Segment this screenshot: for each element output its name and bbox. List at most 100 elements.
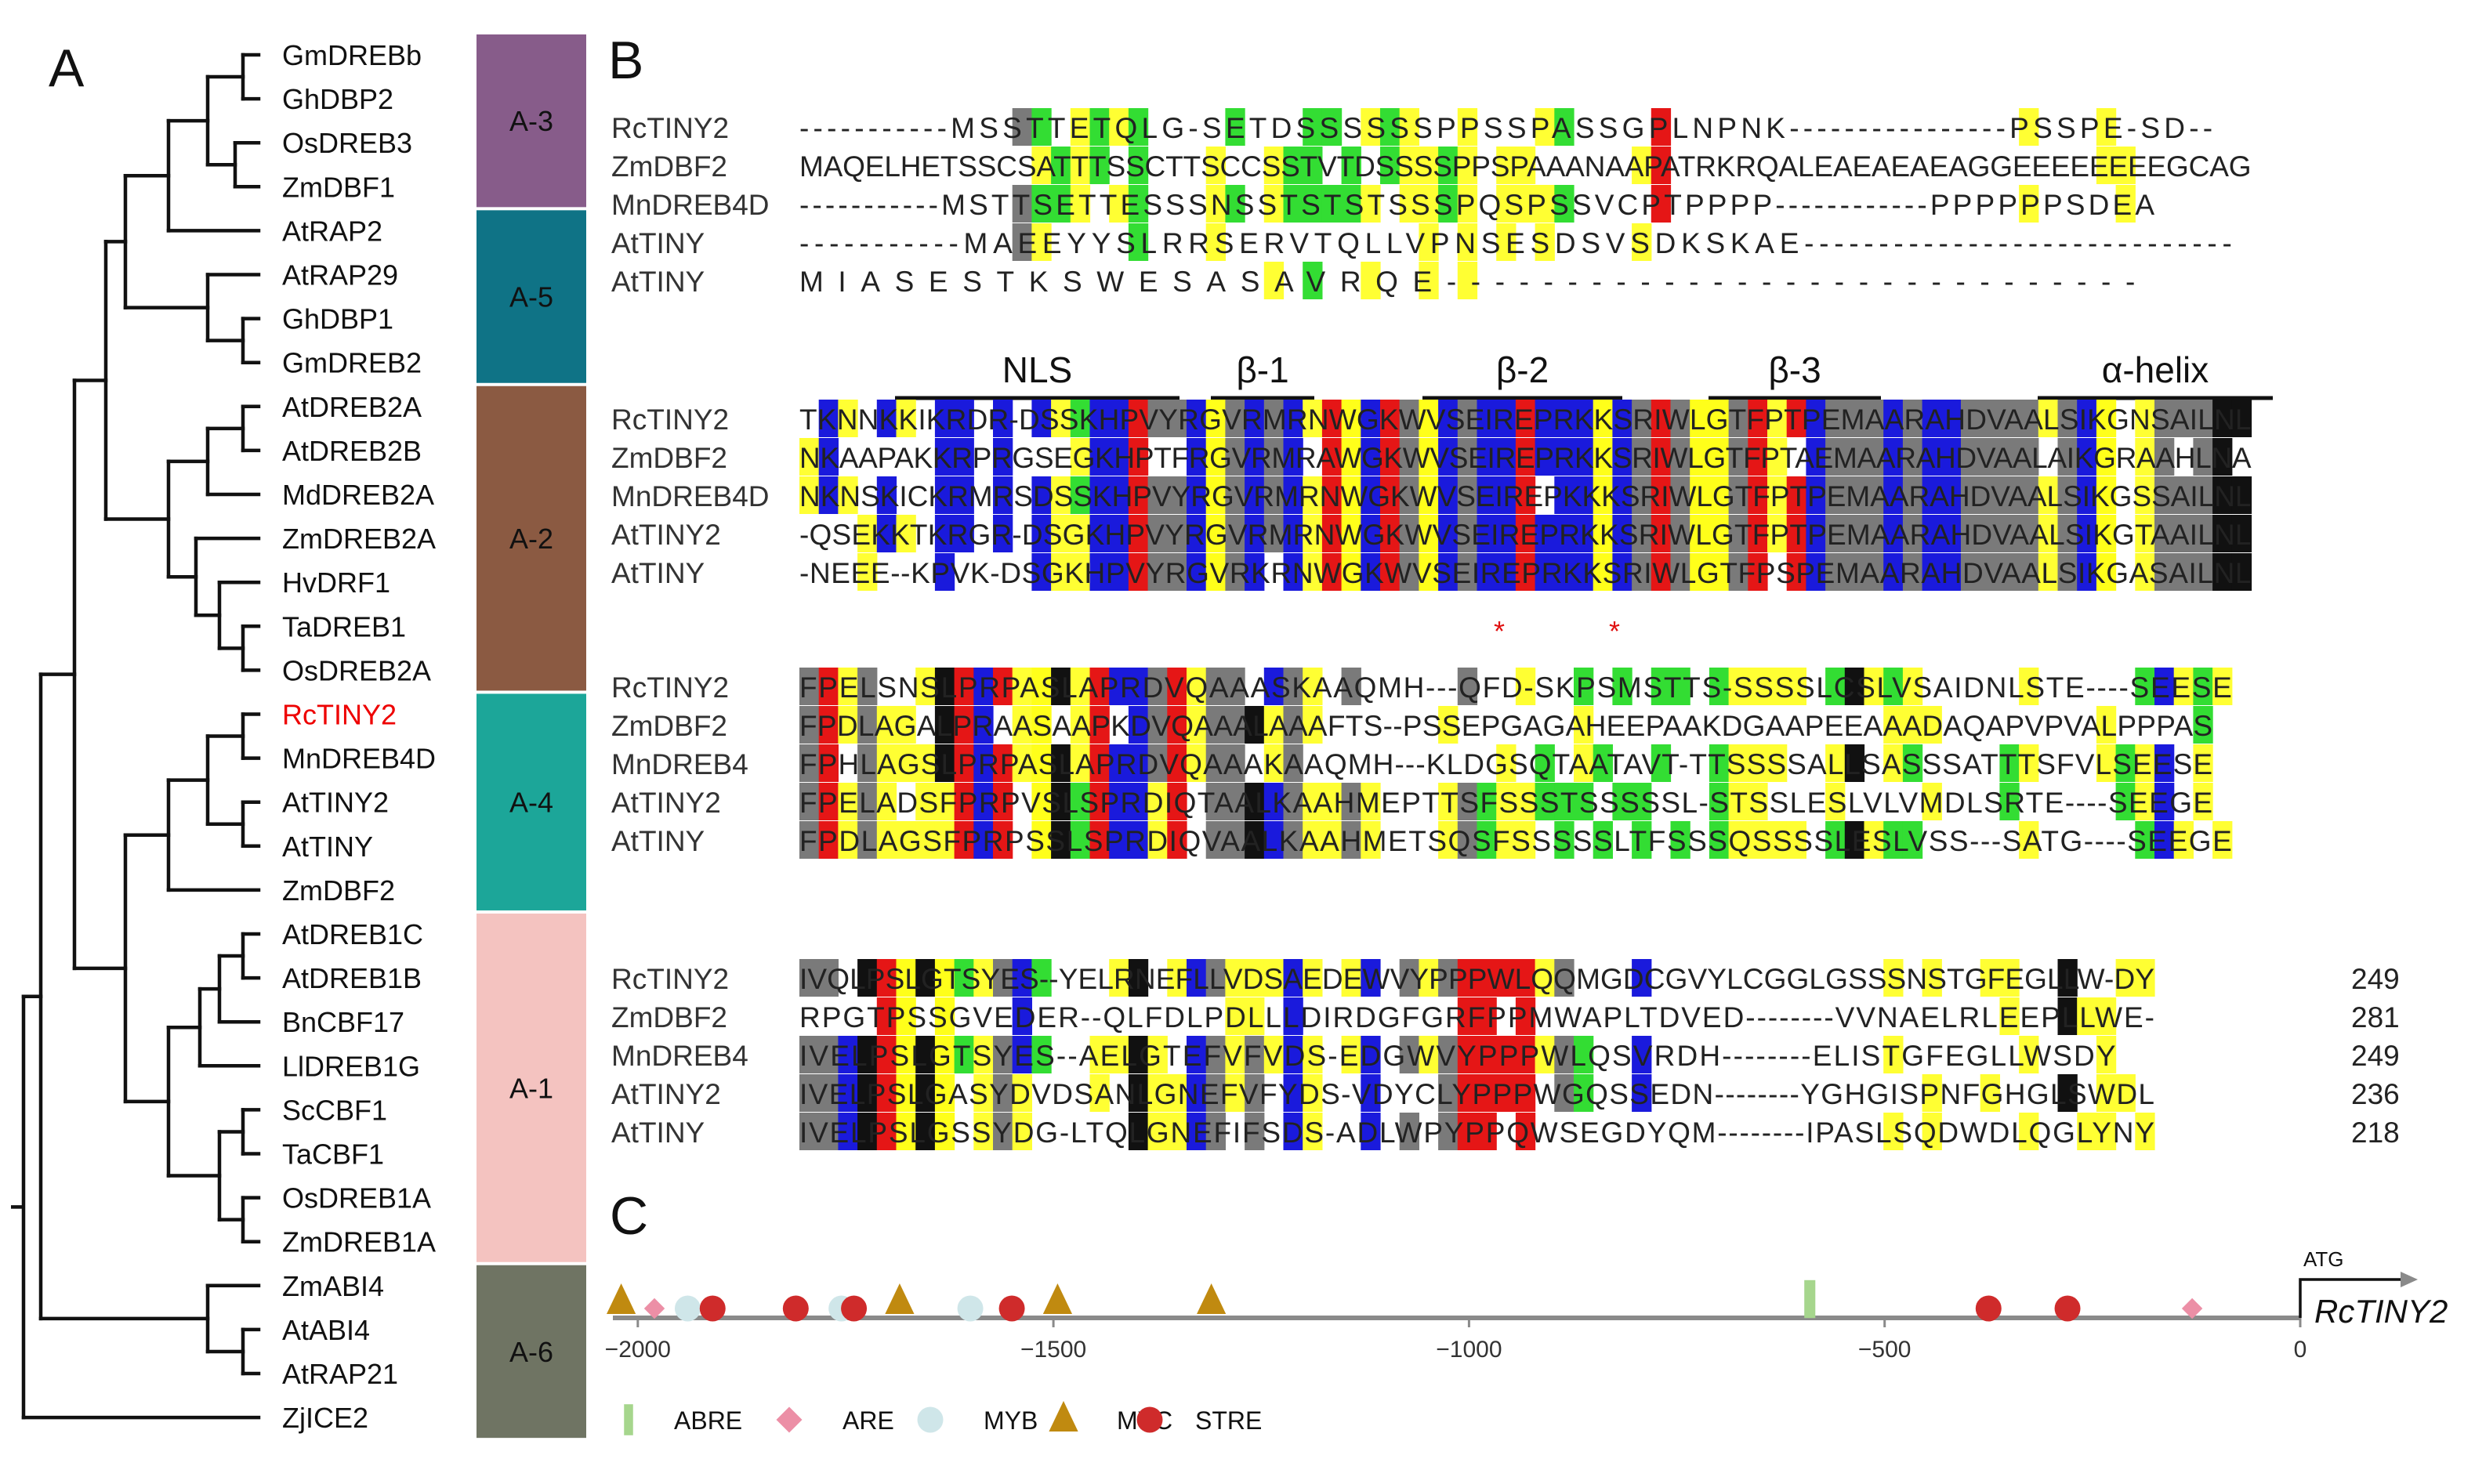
residue-shade: [1128, 706, 1149, 744]
residue-shade: [2057, 438, 2078, 476]
residue-shade: [2193, 476, 2213, 514]
cis-element-stre: [1975, 1295, 2002, 1322]
taxon-label: MdDREB2A: [282, 479, 434, 511]
residue-shade: [2193, 668, 2213, 705]
residue-shade: [1303, 185, 1323, 223]
promoter-tick-label: −2000: [605, 1337, 671, 1363]
residue-shade: [799, 1113, 820, 1150]
tree-branches: [11, 52, 261, 1420]
residue-shade: [1399, 108, 1419, 146]
residue-shade: [1167, 476, 1187, 514]
residue-shade: [1263, 400, 1285, 437]
residue-shade: [1651, 515, 1672, 552]
residue-shade: [1419, 185, 1439, 223]
feature-label: β-1: [1236, 349, 1288, 390]
residue-shade: [1961, 553, 1981, 591]
residue-shade: [2019, 821, 2039, 859]
residue-shade: [1515, 821, 1536, 859]
subgroup-label: A-2: [509, 523, 553, 555]
residue-shade: [973, 959, 994, 997]
residue-shade: [1961, 476, 1981, 514]
subgroup-label: A-3: [509, 105, 553, 137]
residue-shade: [2173, 515, 2194, 552]
residue-shade: [1089, 821, 1110, 859]
residue-shade: [1883, 744, 1904, 782]
residue-shade: [2038, 400, 2059, 437]
residue-shade: [973, 668, 994, 705]
residue-shade: [1070, 668, 1091, 705]
residue-shade: [1632, 1074, 1652, 1112]
residue-shade: [1070, 515, 1091, 552]
residue-shade: [1709, 744, 1730, 782]
residue-shade: [857, 553, 878, 591]
residue-shade: [1187, 744, 1207, 782]
residue-shade: [818, 438, 839, 476]
residue-shade: [1554, 1074, 1575, 1112]
residue-shade: [2096, 515, 2117, 552]
residue-shade: [1012, 1036, 1032, 1073]
residue-shade: [2077, 400, 2097, 437]
residue-shade: [1593, 821, 1613, 859]
residue-shade: [2212, 476, 2233, 514]
residue-shade: [1457, 997, 1478, 1035]
residue-shade: [1245, 1074, 1265, 1112]
residue-shade: [1419, 400, 1439, 437]
residue-shade: [2019, 1113, 2039, 1150]
residue-shade: [876, 515, 897, 552]
residue-shade: [2212, 438, 2233, 476]
residue-shade: [1457, 783, 1478, 820]
residue-shade: [1051, 515, 1071, 552]
residue-shade: [973, 1113, 994, 1150]
residue-shade: [915, 821, 936, 859]
residue-shade: [1883, 959, 1904, 997]
residue-shade: [1457, 108, 1478, 146]
sequence-name: RcTINY2: [611, 404, 729, 436]
residue-shade: [1438, 783, 1459, 820]
residue-shade: [1031, 783, 1052, 820]
residue-shade: [1941, 476, 1962, 514]
residue-shade: [1147, 668, 1168, 705]
residue-shade: [2173, 821, 2194, 859]
residue-shade: [2096, 706, 2117, 744]
residue-shade: [1612, 515, 1632, 552]
residue-shade: [896, 706, 916, 744]
residue-shade: [799, 438, 820, 476]
sequence-residues: FPELSNSLPRPASLAPRDVQAAASKAAQMH---QFD-SKP…: [799, 671, 2232, 704]
residue-shade: [2096, 438, 2117, 476]
residue-shade: [818, 1113, 839, 1150]
residue-shade: [896, 1036, 916, 1073]
residue-shade: [1554, 400, 1575, 437]
residue-shade: [954, 1036, 974, 1073]
residue-shade: [1535, 744, 1555, 782]
residue-shade: [1361, 262, 1381, 299]
residue-shade: [1187, 553, 1207, 591]
residue-shade: [1283, 185, 1303, 223]
residue-shade: [1089, 515, 1110, 552]
residue-shade: [1031, 668, 1052, 705]
residue-shade: [1515, 959, 1536, 997]
residue-shade: [915, 668, 936, 705]
residue-shade: [1651, 147, 1672, 184]
residue-shade: [1225, 438, 1245, 476]
residue-shade: [1303, 108, 1323, 146]
residue-shade: [1632, 821, 1652, 859]
residue-shade: [1283, 515, 1303, 552]
residue-shade: [1399, 400, 1419, 437]
taxon-label: AtRAP29: [282, 259, 398, 291]
residue-shade: [1864, 515, 1884, 552]
residue-shade: [2019, 438, 2039, 476]
residue-shade: [1457, 262, 1478, 299]
residue-shade: [2135, 821, 2155, 859]
sequence-name: RcTINY2: [611, 671, 729, 704]
residue-shade: [2057, 515, 2078, 552]
residue-shade: [1786, 400, 1806, 437]
residue-shade: [2077, 553, 2097, 591]
sequence-name: AtTINY: [611, 825, 705, 857]
residue-shade: [799, 744, 820, 782]
residue-shade: [1167, 706, 1187, 744]
taxon-label: AtABI4: [282, 1314, 370, 1346]
residue-shade: [1321, 185, 1343, 223]
residue-shade: [1089, 783, 1110, 820]
residue-shade: [1767, 744, 1788, 782]
residue-shade: [2096, 553, 2117, 591]
